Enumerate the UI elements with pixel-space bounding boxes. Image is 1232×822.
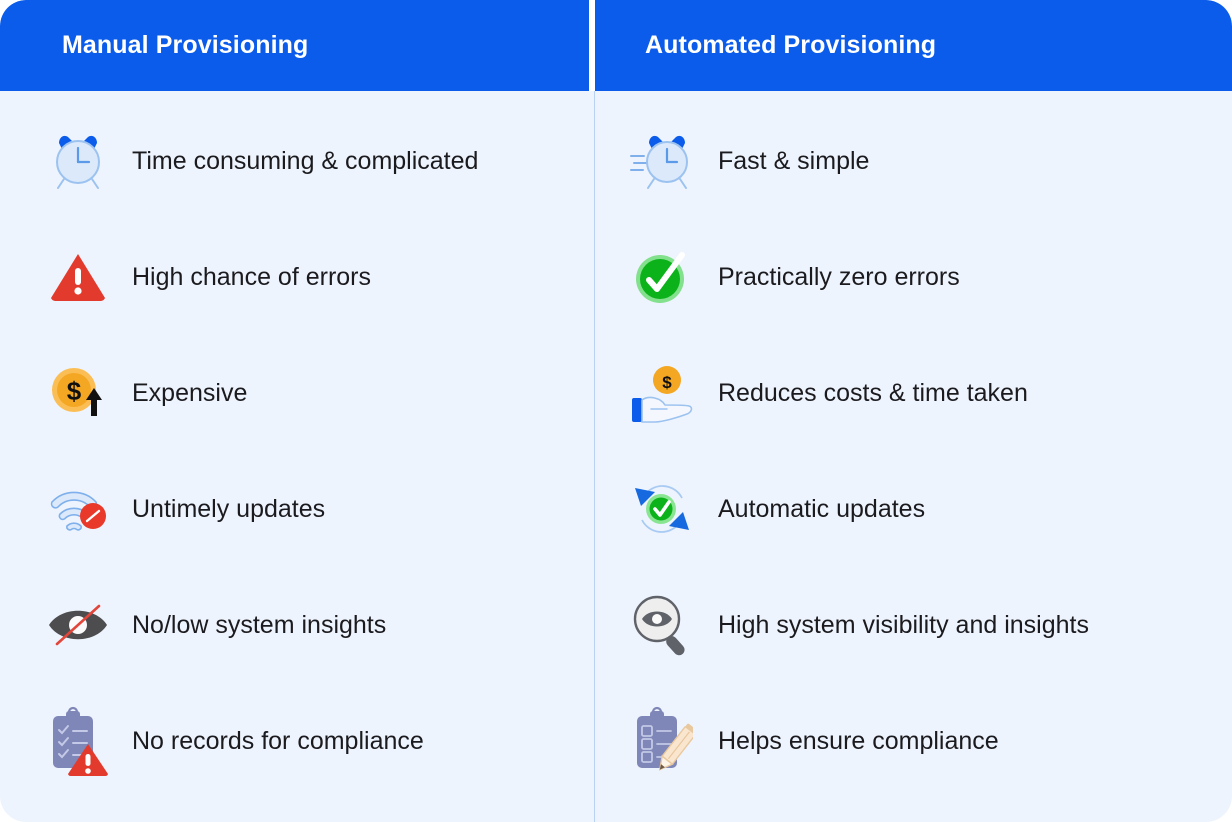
row-label: Reduces costs & time taken (718, 379, 1028, 407)
green-check-circle-icon (628, 243, 696, 311)
refresh-check-icon (628, 475, 696, 543)
table-row: Fast & simple (594, 103, 1232, 219)
coin-up-arrow-icon: $ (44, 359, 112, 427)
hand-coin-icon: $ (628, 359, 696, 427)
table-row: Helps ensure compliance (594, 683, 1232, 799)
header-title-automated: Automated Provisioning (645, 31, 937, 59)
row-label: Helps ensure compliance (718, 727, 999, 755)
svg-text:$: $ (67, 376, 82, 406)
table-row: $ Expensive (0, 335, 594, 451)
table-row: Untimely updates (0, 451, 594, 567)
table-header: Manual Provisioning Automated Provisioni… (0, 0, 1232, 91)
row-label: Untimely updates (132, 495, 326, 523)
magnifier-eye-icon (628, 591, 696, 659)
row-label: Automatic updates (718, 495, 926, 523)
header-cell-manual: Manual Provisioning (0, 0, 589, 91)
header-title-manual: Manual Provisioning (62, 31, 309, 59)
row-label: Expensive (132, 379, 248, 407)
row-label: No records for compliance (132, 727, 424, 755)
header-cell-automated: Automated Provisioning (595, 0, 1232, 91)
alarm-clock-speed-icon (628, 127, 696, 195)
row-label: No/low system insights (132, 611, 387, 639)
column-automated: Fast & simple Practically zero errors (594, 91, 1232, 822)
row-label: Time consuming & complicated (132, 147, 479, 175)
table-body: Time consuming & complicated High chance… (0, 91, 1232, 822)
alarm-clock-icon (44, 127, 112, 195)
table-row: No/low system insights (0, 567, 594, 683)
column-divider (594, 91, 595, 822)
row-label: High chance of errors (132, 263, 372, 291)
header-gap (589, 0, 595, 91)
clipboard-warning-icon (44, 706, 112, 776)
table-row: Time consuming & complicated (0, 103, 594, 219)
table-row: No records for compliance (0, 683, 594, 799)
row-label: Fast & simple (718, 147, 870, 175)
row-label: High system visibility and insights (718, 611, 1089, 639)
eye-slash-icon (44, 591, 112, 659)
wifi-blocked-icon (44, 475, 112, 543)
table-row: High chance of errors (0, 219, 594, 335)
table-row: $ Reduces costs & time taken (594, 335, 1232, 451)
clipboard-pencil-icon (628, 706, 696, 775)
svg-text:$: $ (662, 373, 672, 392)
warning-triangle-icon (44, 243, 112, 311)
table-row: High system visibility and insights (594, 567, 1232, 683)
column-manual: Time consuming & complicated High chance… (0, 91, 594, 822)
table-row: Practically zero errors (594, 219, 1232, 335)
row-label: Practically zero errors (718, 263, 960, 291)
table-row: Automatic updates (594, 451, 1232, 567)
